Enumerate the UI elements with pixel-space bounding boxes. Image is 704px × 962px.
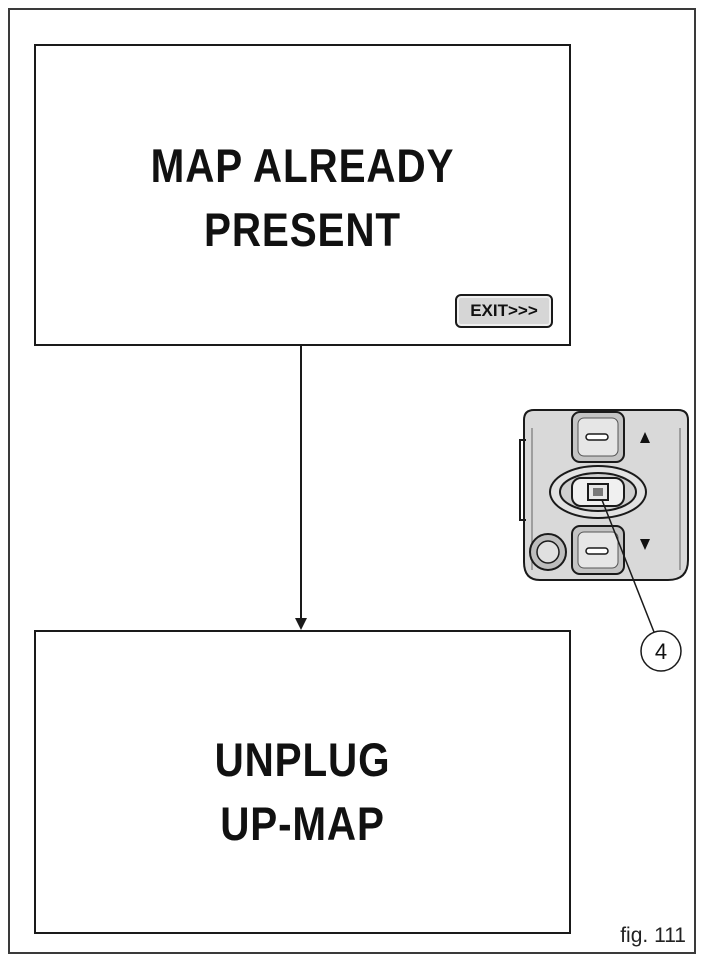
message-line-1: MAP ALREADY bbox=[150, 139, 455, 192]
figure-label: fig. 111 bbox=[620, 924, 686, 947]
switch-side-tab bbox=[519, 439, 526, 521]
down-button[interactable] bbox=[571, 525, 625, 575]
message-line-2: PRESENT bbox=[204, 203, 401, 256]
screen-message: UNPLUG UP-MAP bbox=[73, 728, 531, 856]
handlebar-switch-unit bbox=[519, 409, 689, 581]
callout-number: 4 bbox=[655, 639, 667, 664]
callout-leader-line bbox=[601, 499, 655, 633]
arrow-up-icon bbox=[640, 432, 650, 443]
callout-circle bbox=[640, 630, 682, 672]
dashboard-screen-unplug-up-map: UNPLUG UP-MAP bbox=[34, 630, 571, 934]
up-button[interactable] bbox=[571, 411, 625, 463]
flow-arrowhead bbox=[295, 618, 307, 630]
arrow-down-icon bbox=[640, 539, 650, 550]
exit-button[interactable]: EXIT>>> bbox=[455, 294, 553, 328]
screen-message: MAP ALREADY PRESENT bbox=[73, 134, 531, 262]
round-knob[interactable] bbox=[529, 533, 567, 571]
center-confirm-button[interactable] bbox=[549, 465, 647, 519]
message-line-2: UP-MAP bbox=[220, 797, 385, 850]
message-line-1: UNPLUG bbox=[214, 733, 391, 786]
dashboard-screen-map-already-present: MAP ALREADY PRESENT EXIT>>> bbox=[34, 44, 571, 346]
